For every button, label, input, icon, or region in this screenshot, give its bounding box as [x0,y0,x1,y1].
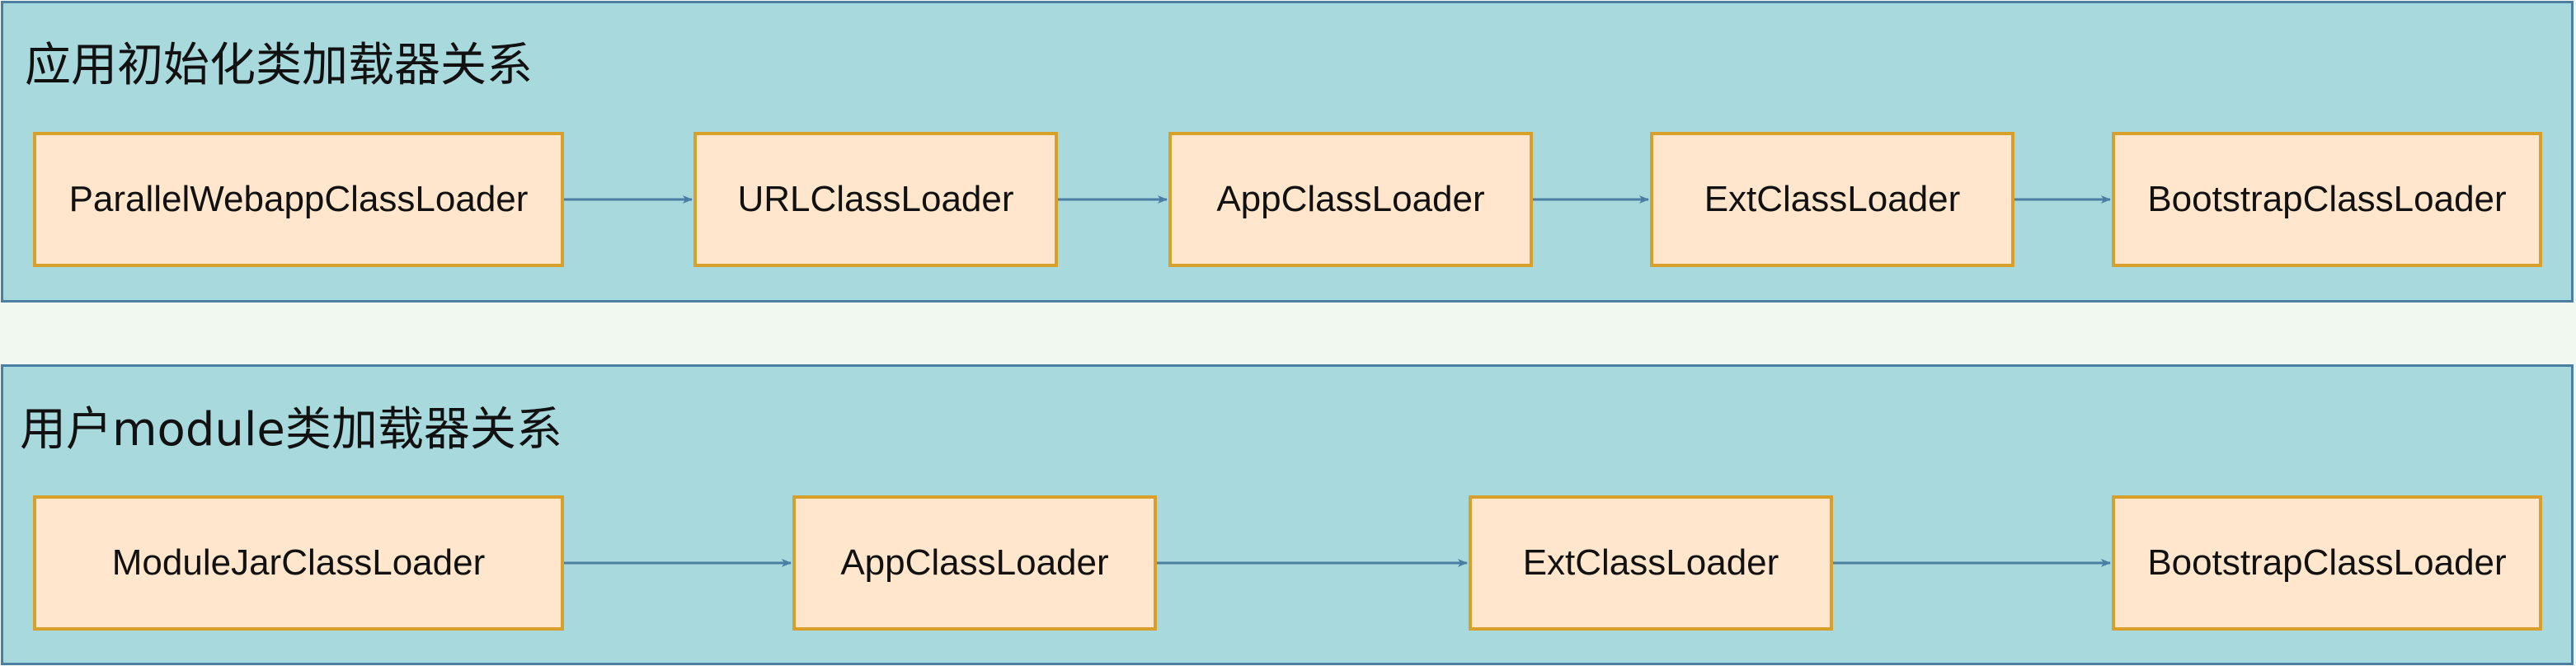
node-parallel-webapp-classloader[interactable]: ParallelWebappClassLoader [33,132,564,267]
node-app-classloader-bottom[interactable]: AppClassLoader [792,495,1157,631]
node-url-classloader[interactable]: URLClassLoader [693,132,1058,267]
node-app-classloader-top[interactable]: AppClassLoader [1168,132,1533,267]
panel-title-user-module: 用户module类加载器关系 [20,403,562,457]
node-bootstrap-classloader-bottom[interactable]: BootstrapClassLoader [2112,495,2542,631]
panel-title-app-init: 应用初始化类加载器关系 [25,39,533,92]
node-ext-classloader-top[interactable]: ExtClassLoader [1650,132,2014,267]
node-ext-classloader-bottom[interactable]: ExtClassLoader [1469,495,1833,631]
node-bootstrap-classloader-top[interactable]: BootstrapClassLoader [2112,132,2542,267]
node-module-jar-classloader[interactable]: ModuleJarClassLoader [33,495,564,631]
